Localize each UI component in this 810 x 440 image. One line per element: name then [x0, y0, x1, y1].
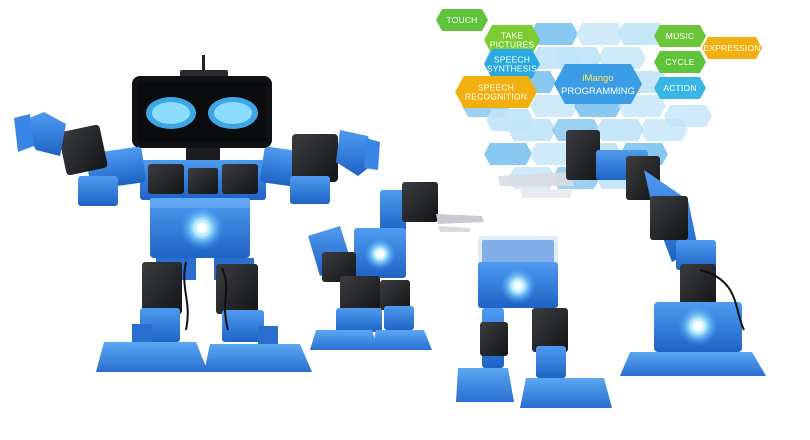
feature-tag-label: EXPRESSION	[703, 43, 760, 53]
feature-tag-label: CYCLE	[665, 57, 694, 67]
feature-tag-cycle: CYCLE	[654, 51, 706, 73]
feature-tag-label: RECOGNITION	[465, 92, 527, 102]
hex-tile	[576, 23, 624, 45]
feature-tag-touch: TOUCH	[436, 9, 488, 31]
robotic-arm	[498, 130, 766, 376]
feature-tag-music: MUSIC	[654, 25, 706, 47]
hex-tile	[508, 119, 556, 141]
feature-tag-expression: EXPRESSION	[702, 37, 762, 59]
center-title: iMango	[582, 73, 613, 84]
hex-tile	[618, 23, 666, 45]
feature-tag-label: SPEECH	[478, 83, 514, 93]
hex-tile	[596, 119, 644, 141]
feature-tag-label: PICTURES	[490, 40, 535, 50]
hex-tile	[530, 23, 578, 45]
feature-hex-diagram: iMangoPROGRAMMINGTOUCHTAKEPICTURESSPEECH…	[436, 9, 762, 189]
hex-tile	[598, 47, 646, 69]
feature-tag-label: ACTION	[663, 83, 696, 93]
feature-tag-action: ACTION	[654, 77, 706, 99]
hex-tile	[532, 47, 580, 69]
feature-tag-label: TAKE	[501, 31, 524, 41]
center-subtitle: PROGRAMMING	[561, 86, 635, 97]
humanoid-robot	[14, 55, 380, 372]
feature-tag-label: SYNTHESIS	[487, 64, 537, 74]
feature-tag-label: MUSIC	[666, 31, 694, 41]
hex-tile	[484, 143, 532, 165]
feature-tag-label: SPEECH	[494, 55, 530, 65]
feature-tag-label: TOUCH	[446, 15, 477, 25]
hex-tile	[664, 105, 712, 127]
small-box-robot	[456, 236, 612, 408]
crouching-gripper-robot	[308, 182, 484, 350]
